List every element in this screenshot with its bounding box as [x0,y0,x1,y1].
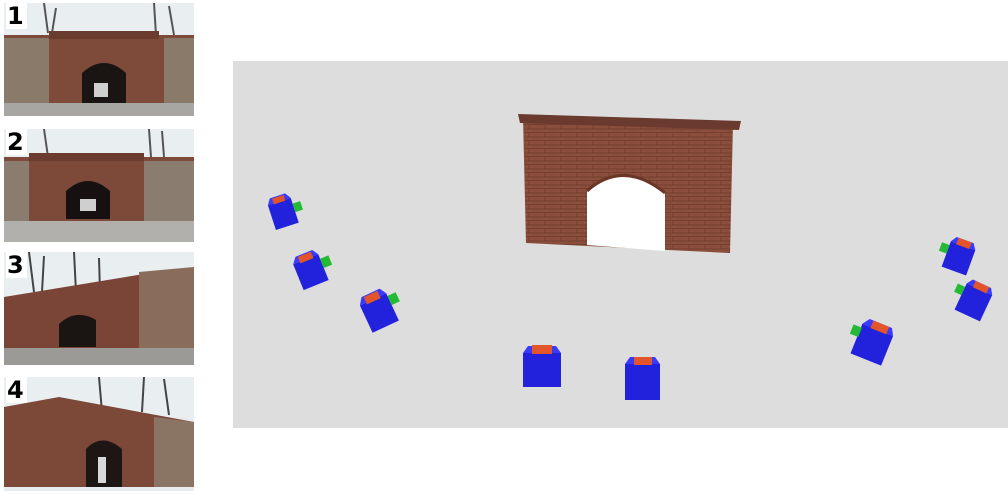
camera-marker[interactable] [291,245,337,290]
gate-photo [4,252,194,365]
thumbnail-number: 4 [6,377,27,403]
view-thumbnail-1[interactable]: 1 [4,3,194,116]
camera-marker[interactable] [947,274,994,321]
3d-viewport[interactable] [233,61,1008,428]
reconstruction-scene [233,61,1008,428]
camera-marker[interactable] [843,314,896,366]
camera-marker[interactable] [357,283,407,333]
thumbnail-number: 2 [6,129,27,155]
camera-marker[interactable] [266,190,306,230]
view-thumbnail-2[interactable]: 2 [4,129,194,242]
gate-photo [4,129,194,242]
gate-photo [4,3,194,116]
camera-marker[interactable] [523,345,561,387]
thumbnail-number: 1 [6,3,27,29]
reconstructed-wall [518,114,741,253]
camera-marker[interactable] [625,357,660,400]
view-thumbnail-4[interactable]: 4 [4,377,194,491]
gate-photo [4,377,194,491]
thumbnail-number: 3 [6,252,27,278]
view-thumbnail-3[interactable]: 3 [4,252,194,365]
camera-marker[interactable] [934,233,977,276]
